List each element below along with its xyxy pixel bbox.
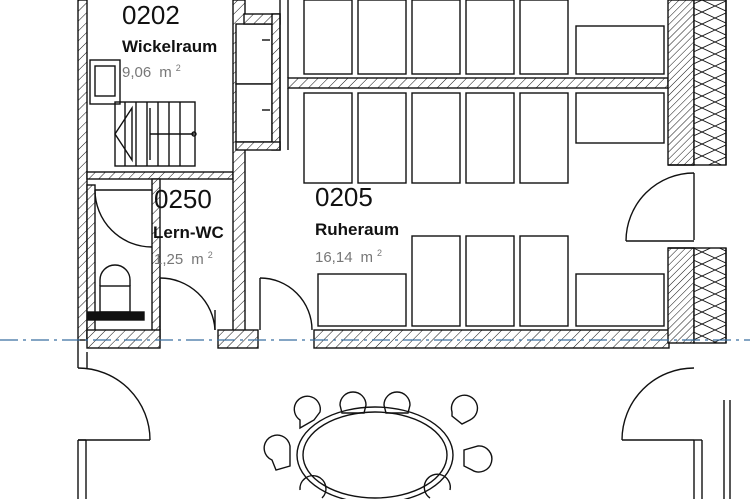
room-area: 16,14 m 2	[315, 248, 382, 266]
dining-table	[296, 406, 454, 499]
wall-ruheraum-top	[287, 77, 669, 89]
cabinet-wickelraum	[235, 23, 273, 85]
room-area: 9,06 m 2	[122, 63, 181, 81]
room-label-lernwc: 0250 Lern-WC 1,25 m 2	[153, 184, 224, 268]
wall-wickelraum-bottom	[86, 171, 234, 180]
room-number: 0205	[315, 182, 373, 212]
chairs	[263, 391, 493, 499]
changing-table	[89, 59, 121, 105]
door-ruheraum	[259, 277, 313, 331]
room-name: Ruheraum	[315, 220, 399, 239]
wall-bottom-left	[86, 329, 161, 349]
mats-ruheraum-bottom	[317, 235, 665, 327]
window-upper-glass	[693, 0, 727, 166]
window-lower-frame	[667, 247, 695, 344]
stairs-wickelraum	[114, 101, 197, 167]
wall-bottom-ruheraum	[313, 329, 670, 349]
room-label-ruheraum: 0205 Ruheraum 16,14 m 2	[315, 182, 399, 266]
door-lernwc	[94, 189, 153, 248]
door-exterior-right	[625, 172, 695, 242]
room-label-wickelraum: 0202 Wickelraum 9,06 m 2	[122, 0, 217, 81]
wall-bottom-mid	[217, 329, 259, 349]
mats-upper-room	[303, 0, 665, 75]
room-name: Wickelraum	[122, 37, 217, 56]
door-exterior-lower-left	[77, 367, 151, 441]
room-number: 0250	[154, 184, 212, 214]
window-upper-frame	[667, 0, 695, 166]
room-area: 1,25 m 2	[154, 250, 213, 268]
room-name: Lern-WC	[153, 223, 224, 242]
window-lower-glass	[693, 247, 727, 344]
room-number: 0202	[122, 0, 180, 30]
toilet	[87, 264, 145, 321]
mats-ruheraum-top	[303, 92, 665, 184]
door-corridor-left	[159, 277, 216, 331]
outer-wall-left	[77, 0, 88, 341]
door-exterior-lower-right	[621, 367, 695, 441]
